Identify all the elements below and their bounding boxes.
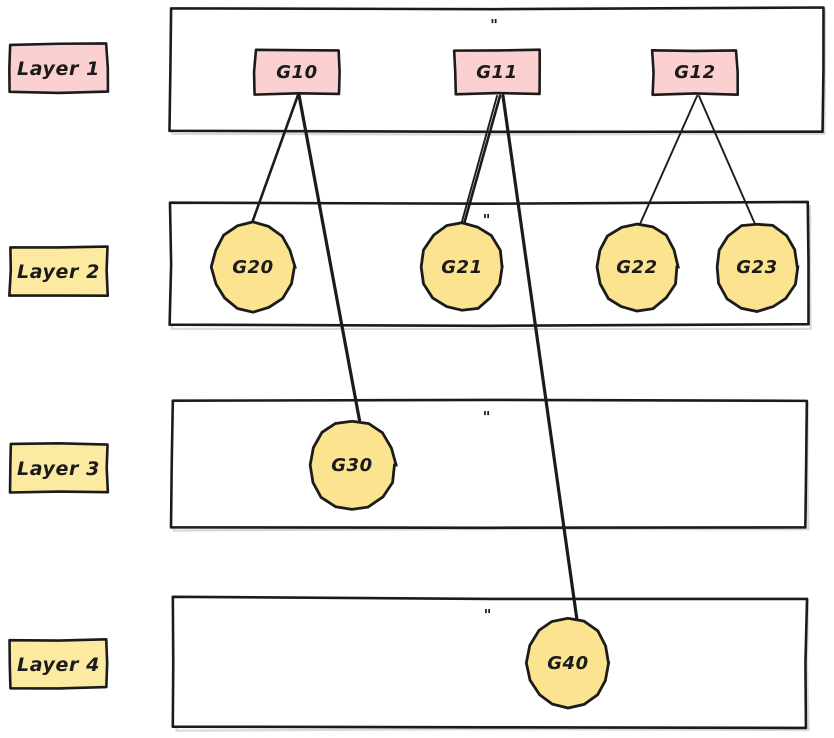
node-g40[interactable]: G40: [524, 616, 611, 710]
layer-label-text: Layer 1: [17, 58, 100, 80]
node-g10[interactable]: G10: [252, 48, 341, 96]
layer-label-4[interactable]: Layer 4: [8, 637, 109, 690]
node-label: G21: [441, 257, 483, 278]
layer-label-text: Layer 4: [17, 654, 100, 676]
layer-label-box[interactable]: [8, 245, 110, 297]
node-shape-ellipse[interactable]: [419, 221, 504, 312]
edge-g11-g21[interactable]: [460, 95, 498, 226]
edge-g12-g23[interactable]: [698, 95, 756, 225]
edge-g11-g21[interactable]: [462, 94, 502, 226]
edge-g11-g40[interactable]: [501, 94, 579, 622]
node-shape-ellipse[interactable]: [715, 222, 800, 313]
edge-g10-g30[interactable]: [297, 93, 362, 425]
node-shape-ellipse[interactable]: [524, 616, 611, 710]
edges-group: [250, 93, 756, 622]
container-label: ": [484, 606, 493, 624]
node-g21[interactable]: G21: [419, 221, 504, 312]
node-shape-ellipse[interactable]: [209, 220, 297, 314]
layer-label-box[interactable]: [8, 42, 110, 95]
layer-label-2[interactable]: Layer 2: [8, 245, 110, 297]
layer-label-box[interactable]: [8, 442, 110, 494]
layer-frame[interactable]: [171, 595, 809, 730]
edge-g10-g20[interactable]: [250, 93, 300, 225]
container-label: ": [483, 211, 492, 229]
node-label: G40: [547, 653, 589, 674]
container-label: ": [483, 408, 492, 426]
layer-label-text: Layer 3: [17, 458, 100, 480]
node-shape-rect[interactable]: [452, 48, 542, 96]
layer-label-1[interactable]: Layer 1: [8, 42, 110, 95]
node-label: G30: [331, 455, 373, 476]
node-shape-rect[interactable]: [650, 49, 740, 97]
node-label: G10: [276, 62, 318, 83]
node-label: G20: [232, 257, 274, 278]
layer-labels-group: Layer 1 Layer 2 Layer 3 Layer 4: [8, 42, 110, 690]
node-g22[interactable]: G22: [595, 222, 680, 313]
edge-g12-g22[interactable]: [639, 95, 698, 225]
layer-container-4: ": [171, 595, 810, 732]
node-g11[interactable]: G11: [452, 48, 542, 96]
node-g30[interactable]: G30: [308, 419, 398, 511]
node-g12[interactable]: G12: [650, 49, 740, 97]
node-g23[interactable]: G23: [715, 222, 800, 313]
node-g20[interactable]: G20: [209, 220, 297, 314]
layer-label-box[interactable]: [8, 637, 109, 690]
node-label: G12: [674, 62, 716, 83]
node-shape-ellipse[interactable]: [308, 419, 398, 511]
node-shape-rect[interactable]: [252, 48, 341, 96]
layer-container-3: ": [169, 398, 810, 532]
node-label: G23: [736, 257, 778, 278]
layer-label-3[interactable]: Layer 3: [8, 442, 110, 494]
layer-frames-group: " " " ": [168, 6, 827, 732]
layer-label-text: Layer 2: [17, 261, 100, 283]
node-shape-ellipse[interactable]: [595, 222, 680, 313]
node-label: G22: [616, 257, 658, 278]
node-label: G11: [476, 62, 518, 83]
container-label: ": [490, 16, 499, 34]
